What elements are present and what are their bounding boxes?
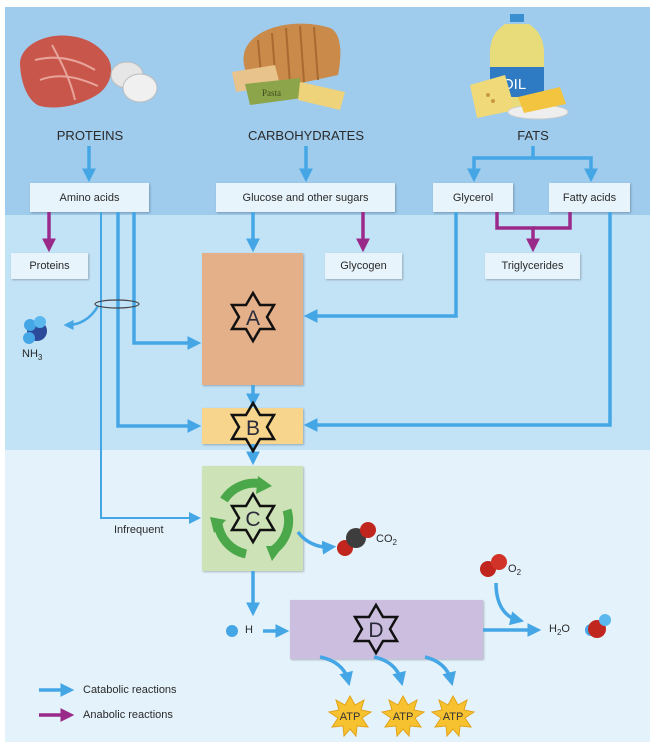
hydrogen-atom-icon [226, 625, 238, 637]
bread-pasta-icon: Pasta [232, 23, 345, 110]
fats-heading: FATS [517, 128, 549, 143]
o2-molecule-icon [480, 554, 507, 577]
stage-a-box [202, 253, 303, 385]
arrow-d-to-atp-2 [373, 655, 406, 687]
arrow-glycerol-to-triglycerides [495, 212, 540, 253]
proteins-heading: PROTEINS [56, 128, 124, 143]
arrow-glycerol-to-a [303, 212, 458, 323]
star-b-icon: B [229, 400, 277, 454]
triglycerides-box: Triglycerides [485, 253, 580, 279]
o2-label: O2 [508, 563, 522, 578]
glycogen-box: Glycogen [325, 253, 402, 279]
stage-d-label: D [368, 619, 383, 642]
atp-label: ATP [340, 711, 361, 723]
pasta-label: Pasta [262, 88, 281, 98]
arrow-fattyacids-to-triglycerides [533, 212, 572, 230]
arrow-fats-to-fattyacids [533, 156, 598, 183]
stage-a-label: A [246, 307, 260, 330]
co2-label: CO2 [376, 533, 397, 548]
star-d-icon: D [352, 602, 400, 656]
arrow-amino-to-a [132, 212, 202, 350]
oil-cheese-butter-icon: OIL [470, 14, 569, 120]
carbohydrates-heading: CARBOHYDRATES [247, 128, 365, 143]
atp-label: ATP [393, 711, 414, 723]
glycerol-box: Glycerol [433, 183, 513, 212]
stage-d-box [290, 600, 483, 659]
hydrogen-label: H [245, 624, 253, 636]
atp-label: ATP [443, 711, 464, 723]
arrow-fattyacids-to-b [303, 212, 612, 432]
stage-b-box [202, 408, 303, 444]
arrow-amino-to-c-infrequent [100, 212, 201, 524]
arrow-c-to-co2 [296, 530, 337, 555]
energy-region [5, 450, 650, 742]
co2-molecule-icon [337, 522, 376, 556]
atp-burst-3: ATP [430, 694, 476, 738]
arrow-o2-to-water [494, 582, 525, 626]
star-a-icon: A [229, 290, 277, 344]
h2o-molecule-icon [585, 614, 611, 638]
arrow-amino-to-nh3 [63, 305, 100, 330]
arrow-d-to-atp-3 [424, 655, 456, 687]
star-c-icon: C [229, 491, 277, 545]
atp-burst-2: ATP [380, 694, 426, 738]
nh3-label: NH3 [22, 348, 43, 363]
deamination-ring [94, 299, 140, 309]
legend-anabolic-label: Anabolic reactions [83, 709, 173, 721]
amino-acids-box: Amino acids [30, 183, 149, 212]
arrow-fats-to-glycerol [467, 146, 535, 183]
glucose-box: Glucose and other sugars [216, 183, 395, 212]
nh3-molecule-icon [23, 316, 47, 344]
infrequent-label: Infrequent [114, 524, 164, 536]
arrow-amino-to-b [116, 212, 202, 433]
water-label: H2O [549, 623, 570, 638]
legend-catabolic-label: Catabolic reactions [83, 684, 177, 696]
fatty-acids-box: Fatty acids [549, 183, 630, 212]
atp-burst-1: ATP [327, 694, 373, 738]
stage-b-label: B [246, 417, 260, 440]
arrow-d-to-atp-1 [319, 655, 353, 687]
proteins-storage-box: Proteins [11, 253, 88, 279]
steak-eggs-icon [20, 35, 158, 108]
stage-c-label: C [245, 508, 260, 531]
